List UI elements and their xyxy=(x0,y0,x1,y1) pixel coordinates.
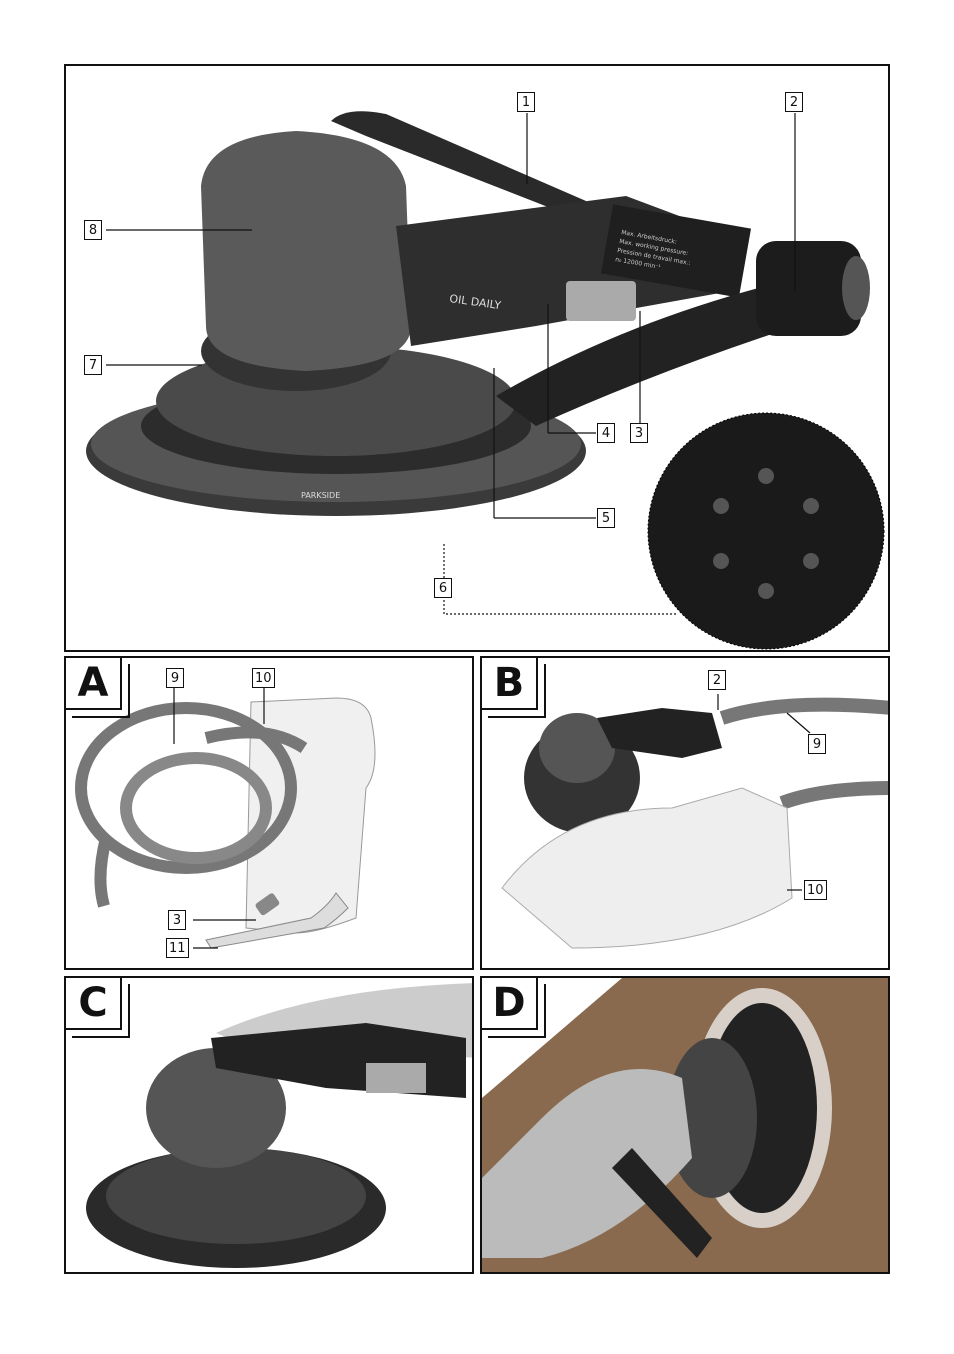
callout-2: 2 xyxy=(785,92,803,112)
callout-b-2: 2 xyxy=(708,670,726,690)
callout-a-11: 11 xyxy=(166,938,189,958)
panel-letter-c: C xyxy=(66,978,130,1038)
callout-a-10: 10 xyxy=(252,668,275,688)
panel-letter-a: A xyxy=(66,658,130,718)
brand-text: PARKSIDE xyxy=(301,491,340,500)
panel-c: C xyxy=(64,976,474,1274)
callout-8: 8 xyxy=(84,220,102,240)
sander-illustration: OIL DAILY PARKSIDE Max. Arbeitsdruck: Ma… xyxy=(86,111,885,650)
panel-letter-b: B xyxy=(482,658,546,718)
panel-b: B 2 9 10 xyxy=(480,656,890,970)
callout-a-3: 3 xyxy=(168,910,186,930)
callout-5: 5 xyxy=(597,508,615,528)
assembled-sander-photo xyxy=(501,694,888,949)
sanding-wood-photo xyxy=(482,978,888,1272)
panel-a: A 9 10 3 11 xyxy=(64,656,474,970)
callout-b-9: 9 xyxy=(808,734,826,754)
panel-letter-d: D xyxy=(482,978,546,1038)
callout-4: 4 xyxy=(597,423,615,443)
callout-a-9: 9 xyxy=(166,668,184,688)
callout-b-10: 10 xyxy=(804,880,827,900)
callout-3: 3 xyxy=(630,423,648,443)
main-figure-panel: OIL DAILY PARKSIDE Max. Arbeitsdruck: Ma… xyxy=(64,64,890,652)
callout-7: 7 xyxy=(84,355,102,375)
callout-6: 6 xyxy=(434,578,452,598)
accessories-photo xyxy=(75,686,376,949)
panel-d: D xyxy=(480,976,890,1274)
gloved-hand-sander-photo xyxy=(86,983,472,1268)
callout-1: 1 xyxy=(517,92,535,112)
